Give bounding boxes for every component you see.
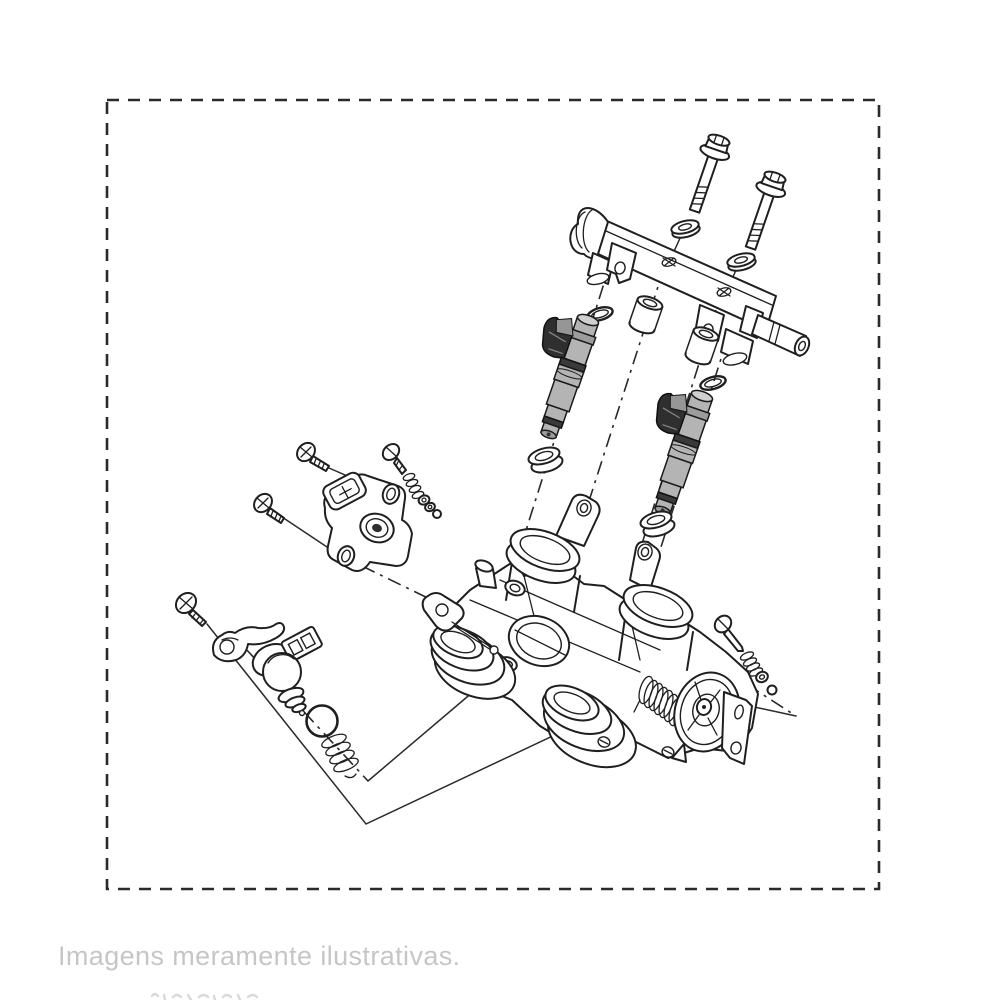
pilot-screw-spring — [739, 651, 764, 677]
dashed-border — [105, 98, 881, 891]
sensor-screw-1 — [296, 441, 330, 472]
throttle-body — [421, 493, 759, 769]
idle-valve-screw — [174, 591, 207, 627]
throttle-lever-clip — [212, 622, 286, 663]
pilot-screw-o-ring — [766, 684, 778, 696]
pilot-screw-washer — [755, 670, 769, 684]
stop-screw-spring-washer-set — [381, 443, 442, 519]
o-ring-2 — [699, 375, 727, 391]
valve-o-ring — [305, 704, 339, 738]
injector-seal-2 — [639, 510, 676, 538]
sensor-connector — [322, 471, 367, 511]
spacer-2 — [684, 326, 720, 366]
fuel-injector-2 — [654, 389, 714, 516]
rail-bolt-hole-1 — [661, 257, 677, 267]
valve-spring — [321, 733, 359, 779]
pilot-screw — [713, 614, 744, 652]
rail-bolt-hole-2 — [716, 287, 732, 297]
washer-1 — [670, 219, 701, 239]
throttle-position-sensor — [322, 471, 413, 572]
washer-2 — [726, 252, 757, 272]
cropped-text-fragment — [150, 992, 259, 1000]
fuel-rail — [569, 207, 811, 366]
mounting-bolt-2 — [744, 170, 787, 251]
spacer-1 — [628, 295, 664, 335]
caption-text: Imagens meramente ilustrativas. — [58, 941, 461, 971]
idle-air-valve — [251, 625, 323, 717]
mounting-bolt-1 — [688, 133, 731, 214]
injector-seal-1 — [527, 446, 564, 474]
sensor-screw-2 — [253, 492, 285, 524]
fuel-injector-1 — [540, 313, 600, 440]
